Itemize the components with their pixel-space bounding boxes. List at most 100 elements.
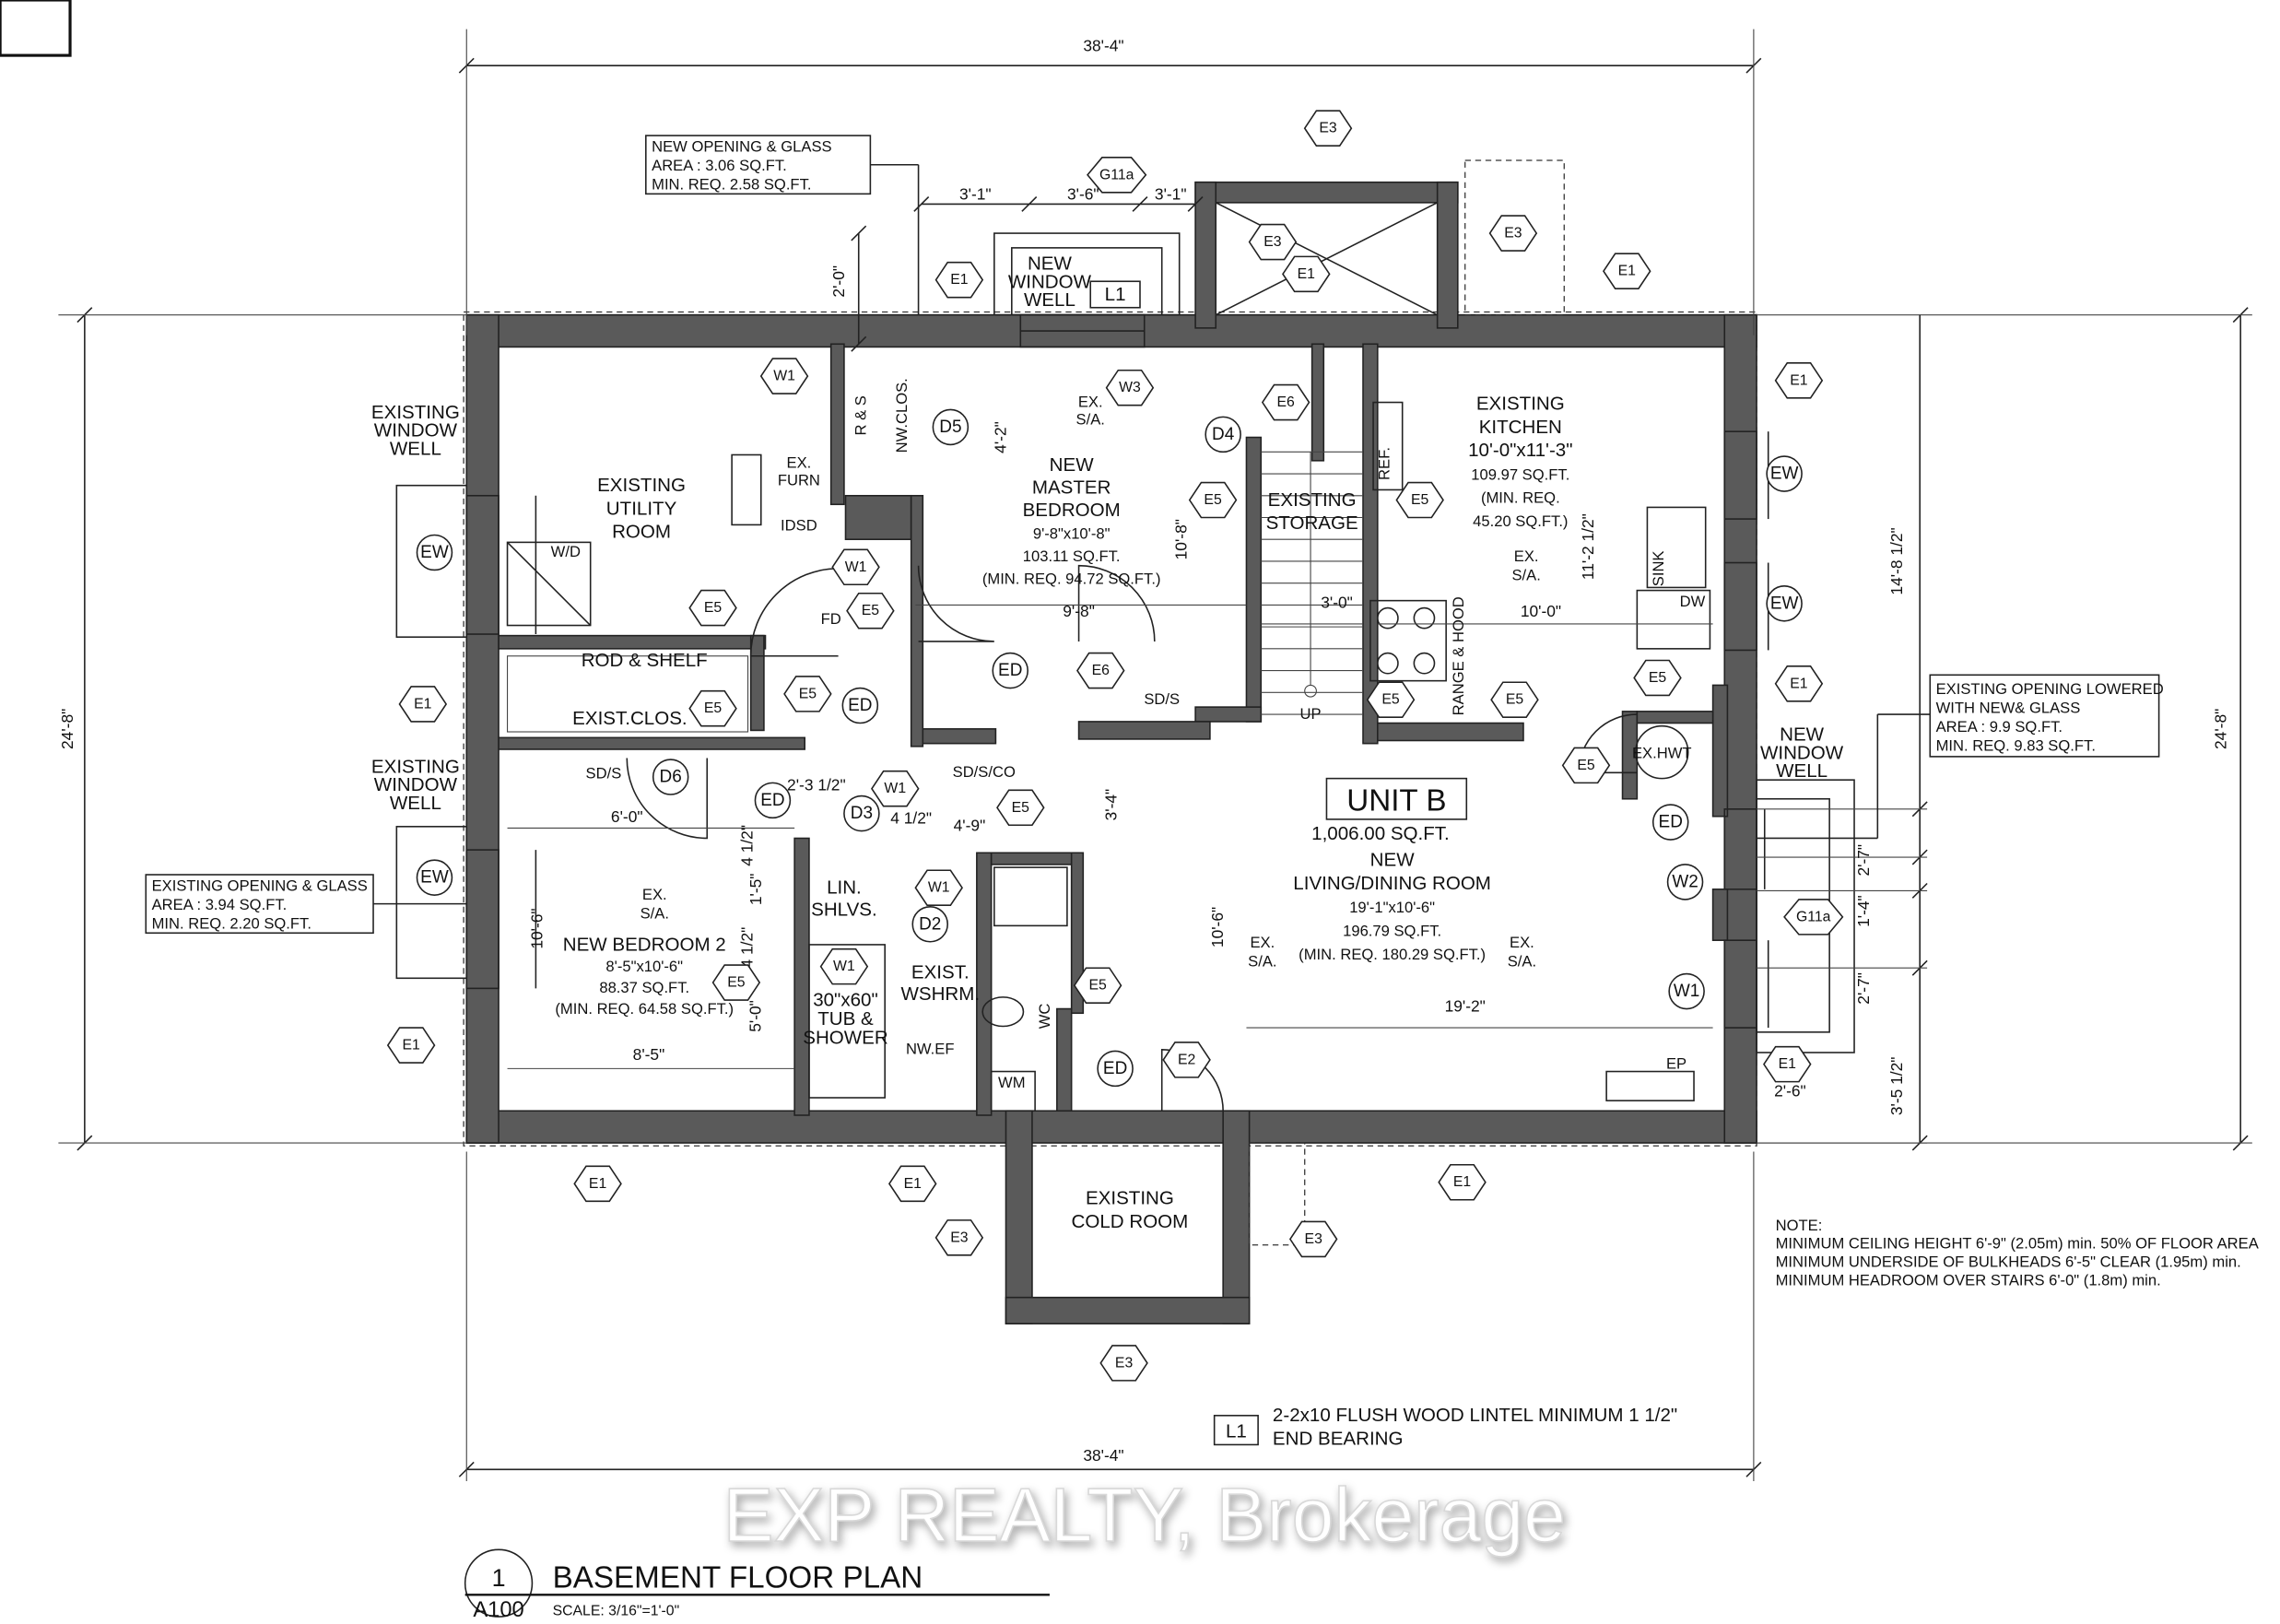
callout-text: EXISTING OPENING LOWERED	[1936, 680, 2164, 698]
dimension-label: 1'-4"	[1854, 895, 1873, 927]
tag-hexagon	[1076, 652, 1125, 689]
tag-hexagon	[759, 358, 809, 394]
dimension-label: 4 1/2"	[737, 927, 756, 969]
wall	[1077, 721, 1211, 740]
tag-hexagon	[1288, 1220, 1338, 1258]
window-well	[1011, 247, 1163, 316]
tag-label: E3	[1263, 234, 1282, 250]
toilet	[981, 996, 1025, 1028]
tag-label: E5	[1381, 692, 1400, 708]
room-label: WELL	[1024, 289, 1075, 311]
washer-dryer	[506, 541, 592, 627]
room-label: WINDOW	[374, 774, 458, 795]
callout-text: MIN. REQ. 2.58 SQ.FT.	[652, 176, 811, 194]
tag-label: E2	[1178, 1052, 1195, 1067]
tag-label: E3	[1319, 121, 1337, 136]
dimension-tick	[913, 195, 930, 212]
tag-circle	[911, 906, 949, 943]
unit-name: UNIT B	[1346, 783, 1446, 818]
small-label: UP	[1300, 705, 1322, 723]
tag-label: E6	[1277, 394, 1296, 410]
room-label: ROOM	[612, 522, 671, 543]
tag-hexagon	[1188, 481, 1238, 519]
tag-label: G11a	[1796, 909, 1831, 924]
wall	[1723, 313, 1757, 1144]
callout-text: AREA : 3.94 SQ.FT.	[152, 896, 288, 913]
dimension-right: 24'-8"	[2211, 709, 2229, 749]
callout-text: WITH NEW& GLASS	[1936, 699, 2081, 716]
tag-label: W2	[1672, 872, 1698, 891]
tag-hexagon	[1774, 362, 1824, 399]
wall	[1711, 684, 1729, 818]
room-label: WELL	[390, 438, 441, 459]
tag-label: E3	[950, 1230, 969, 1245]
tag-hexagon	[1087, 157, 1147, 194]
tag-label: E1	[1618, 264, 1637, 279]
tag-label: D5	[939, 418, 961, 437]
tag-label: E3	[1305, 1231, 1323, 1247]
dimension-bottom: 38'-4"	[1083, 1446, 1123, 1465]
small-label: WM	[998, 1074, 1026, 1091]
window-well	[395, 484, 468, 638]
tag-circle	[932, 408, 970, 446]
tag-label: E5	[862, 603, 880, 618]
sheet-corner-mark	[0, 0, 72, 57]
room-label: 8'-5"x10'-6"	[605, 958, 683, 975]
tag-label: W1	[884, 781, 906, 796]
wall	[1194, 181, 1217, 329]
room-label: SHOWER	[803, 1027, 887, 1048]
tag-hexagon	[846, 592, 895, 630]
room-label: KITCHEN	[1479, 417, 1562, 438]
room-label: NEW	[1370, 850, 1416, 871]
wall	[922, 728, 997, 745]
unit-area: 1,006.00 SQ.FT.	[1311, 823, 1450, 844]
door-swing	[917, 565, 994, 642]
tag-label: W1	[928, 880, 950, 896]
tag-label: ED	[998, 661, 1022, 680]
tag-label: D3	[851, 804, 873, 823]
tag-hexagon	[1438, 1163, 1487, 1201]
room-label: (MIN. REQ.	[1481, 489, 1560, 507]
room-label: WINDOW	[1008, 271, 1092, 292]
small-label: FD	[821, 610, 841, 628]
wall	[1005, 1296, 1251, 1324]
tag-label: EW	[420, 868, 449, 888]
title-number: 1	[492, 1564, 506, 1592]
dimension-label: 2'-7"	[1854, 972, 1873, 1005]
tag-label: D2	[919, 914, 941, 934]
window-opening	[1723, 561, 1757, 652]
tag-label: E5	[1649, 670, 1667, 686]
lintel-text: 2-2x10 FLUSH WOOD LINTEL MINIMUM 1 1/2"	[1273, 1405, 1677, 1426]
small-label: S/A.	[1508, 953, 1536, 971]
room-label: 30"x60"	[813, 989, 878, 1010]
small-label: EX.	[787, 454, 812, 472]
sink	[1646, 506, 1707, 589]
tag-hexagon	[1073, 967, 1122, 1004]
tag-label: E5	[704, 700, 723, 716]
tag-label: E5	[1411, 492, 1429, 508]
lintel-tag: L1	[1105, 284, 1126, 305]
wall	[990, 852, 1080, 865]
dimension-right-lower: 3'-5 1/2"	[1887, 1057, 1906, 1116]
wall	[1194, 706, 1263, 723]
tag-hexagon	[934, 261, 984, 299]
tag-circle	[1766, 455, 1803, 492]
tag-hexagon	[398, 686, 448, 723]
wall	[793, 837, 810, 1116]
tag-hexagon	[1603, 253, 1651, 289]
small-label: S/A.	[1511, 567, 1540, 584]
small-label: EX.	[642, 886, 667, 903]
wall	[465, 313, 499, 1144]
tag-label: W1	[845, 559, 867, 575]
tag-hexagon	[1303, 110, 1353, 147]
tag-label: E5	[1506, 692, 1524, 708]
tag-label: ED	[760, 791, 784, 810]
wall	[1636, 711, 1714, 724]
tag-hexagon	[1248, 223, 1298, 261]
tag-circle	[841, 687, 879, 724]
dimension-label: 5'-0"	[746, 1000, 765, 1032]
tag-label: EW	[1770, 594, 1799, 613]
dimension-label: 2'-7"	[1854, 844, 1873, 877]
tag-hexagon	[1162, 1041, 1211, 1078]
